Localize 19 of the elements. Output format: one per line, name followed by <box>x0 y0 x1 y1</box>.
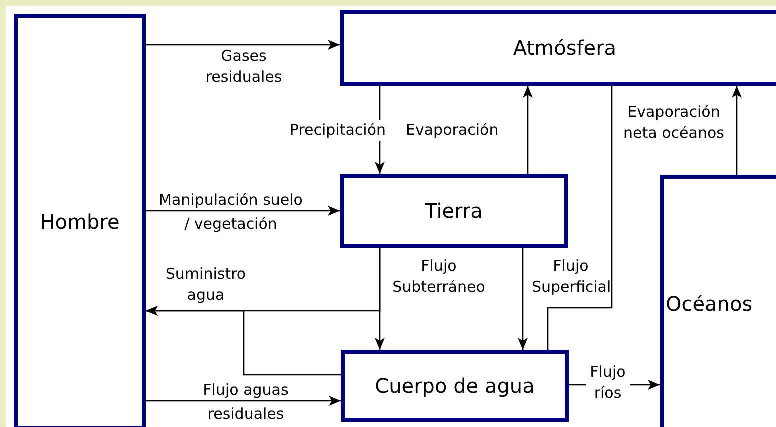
node-label: Tierra <box>425 199 483 223</box>
process-box <box>660 175 776 427</box>
node-label: Atmósfera <box>513 36 617 60</box>
process-box <box>14 14 146 427</box>
arrow <box>518 248 528 350</box>
process-box <box>340 10 776 86</box>
edge-label: Flujo aguas residuales <box>202 380 290 425</box>
arrow <box>523 86 533 174</box>
arrow <box>146 396 341 406</box>
arrow <box>146 306 341 376</box>
node-label: Océanos <box>666 292 753 316</box>
arrow <box>146 206 340 216</box>
node-label: Cuerpo de agua <box>375 374 535 398</box>
arrow <box>146 40 340 50</box>
arrow <box>732 86 742 175</box>
process-box <box>340 174 568 248</box>
edge-label: Manipulación suelo / vegetación <box>158 190 304 235</box>
node-label: Hombre <box>40 210 120 234</box>
process-box <box>341 350 569 422</box>
